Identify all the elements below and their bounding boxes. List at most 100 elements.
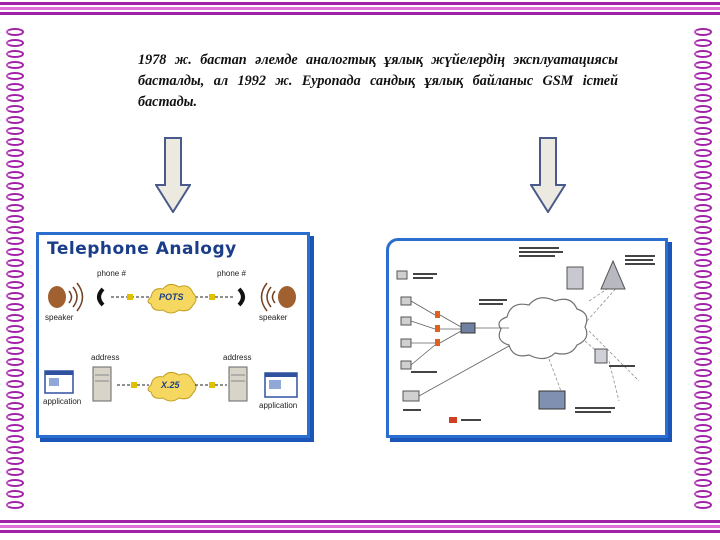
analogy-title: Telephone Analogy [47, 239, 237, 259]
spiral-ring [694, 138, 712, 146]
spiral-ring [694, 270, 712, 278]
spiral-ring [6, 292, 24, 300]
spiral-ring [6, 325, 24, 333]
network-diagram [396, 247, 655, 423]
spiral-ring [694, 248, 712, 256]
label-application-right: application [259, 401, 298, 410]
bottom-server-icon [538, 390, 566, 410]
spiral-ring [694, 39, 712, 47]
spiral-ring [6, 501, 24, 509]
spiral-ring [694, 303, 712, 311]
spiral-ring [6, 479, 24, 487]
spiral-ring [6, 270, 24, 278]
switch-icon [460, 322, 476, 334]
spiral-ring [694, 61, 712, 69]
device-column-icons [396, 270, 420, 402]
spiral-ring [694, 281, 712, 289]
gsm-network-diagram-image [386, 238, 668, 438]
label-phone-left: phone # [97, 269, 126, 278]
spiral-ring [694, 215, 712, 223]
spiral-ring [694, 28, 712, 36]
label-pots: POTS [159, 292, 184, 302]
label-speaker-left: speaker [45, 313, 74, 322]
label-speaker-right: speaker [259, 313, 288, 322]
speaker-left-icon [48, 282, 84, 312]
spiral-ring [6, 226, 24, 234]
spiral-ring [6, 358, 24, 366]
spiral-ring [6, 193, 24, 201]
spiral-ring [694, 193, 712, 201]
pots-cloud [147, 283, 197, 314]
spiral-ring [694, 160, 712, 168]
spiral-ring [6, 380, 24, 388]
right-spiral-binding [692, 28, 716, 528]
spiral-ring [6, 116, 24, 124]
telephone-analogy-image: Telephone Analogy [36, 232, 310, 438]
spiral-ring [6, 215, 24, 223]
label-address-left: address [91, 353, 120, 362]
spiral-ring [6, 369, 24, 377]
spiral-ring [6, 61, 24, 69]
spiral-ring [6, 413, 24, 421]
spiral-ring [6, 490, 24, 498]
label-phone-right: phone # [217, 269, 246, 278]
spiral-ring [6, 237, 24, 245]
application-left-icon [44, 370, 74, 394]
label-x25: X.25 [161, 380, 180, 390]
spiral-ring [6, 204, 24, 212]
spiral-ring [694, 292, 712, 300]
server-right-icon [228, 366, 248, 402]
spiral-ring [6, 160, 24, 168]
gateway-icon [594, 348, 608, 364]
bottom-border-stripes [0, 520, 720, 535]
spiral-ring [6, 281, 24, 289]
spiral-ring [694, 490, 712, 498]
spiral-ring [6, 402, 24, 410]
spiral-ring [6, 50, 24, 58]
spiral-ring [6, 28, 24, 36]
label-address-right: address [223, 353, 252, 362]
spiral-ring [6, 105, 24, 113]
spiral-ring [6, 347, 24, 355]
spiral-ring [694, 325, 712, 333]
spiral-ring [694, 94, 712, 102]
spiral-ring [694, 182, 712, 190]
spiral-ring [6, 303, 24, 311]
spiral-ring [694, 259, 712, 267]
spiral-ring [694, 83, 712, 91]
spiral-ring [694, 237, 712, 245]
spiral-ring [694, 479, 712, 487]
spiral-ring [6, 72, 24, 80]
phone-left-icon [97, 287, 105, 307]
spiral-ring [6, 171, 24, 179]
spiral-ring [6, 83, 24, 91]
spiral-ring [694, 380, 712, 388]
spiral-ring [694, 149, 712, 157]
spiral-ring [6, 391, 24, 399]
multiplexer-icons [435, 311, 440, 346]
spiral-ring [6, 138, 24, 146]
spiral-ring [6, 127, 24, 135]
spiral-ring [694, 457, 712, 465]
spiral-ring [6, 457, 24, 465]
spiral-ring [694, 446, 712, 454]
spiral-ring [694, 105, 712, 113]
network-cloud [498, 297, 588, 360]
spiral-ring [6, 248, 24, 256]
cell-tower-icon [600, 259, 626, 290]
spiral-ring [6, 424, 24, 432]
headline-text: 1978 ж. бастап әлемде аналогтық ұялық жү… [138, 52, 618, 110]
spiral-ring [6, 468, 24, 476]
spiral-ring [694, 116, 712, 124]
server-left-icon [92, 366, 112, 402]
spiral-ring [6, 39, 24, 47]
spiral-ring [694, 336, 712, 344]
left-spiral-binding [4, 28, 28, 528]
arrow-down-icon-left [155, 137, 191, 213]
spiral-ring [6, 336, 24, 344]
spiral-ring [694, 358, 712, 366]
spiral-ring [694, 171, 712, 179]
spiral-ring [694, 402, 712, 410]
spiral-ring [6, 435, 24, 443]
spiral-ring [694, 468, 712, 476]
